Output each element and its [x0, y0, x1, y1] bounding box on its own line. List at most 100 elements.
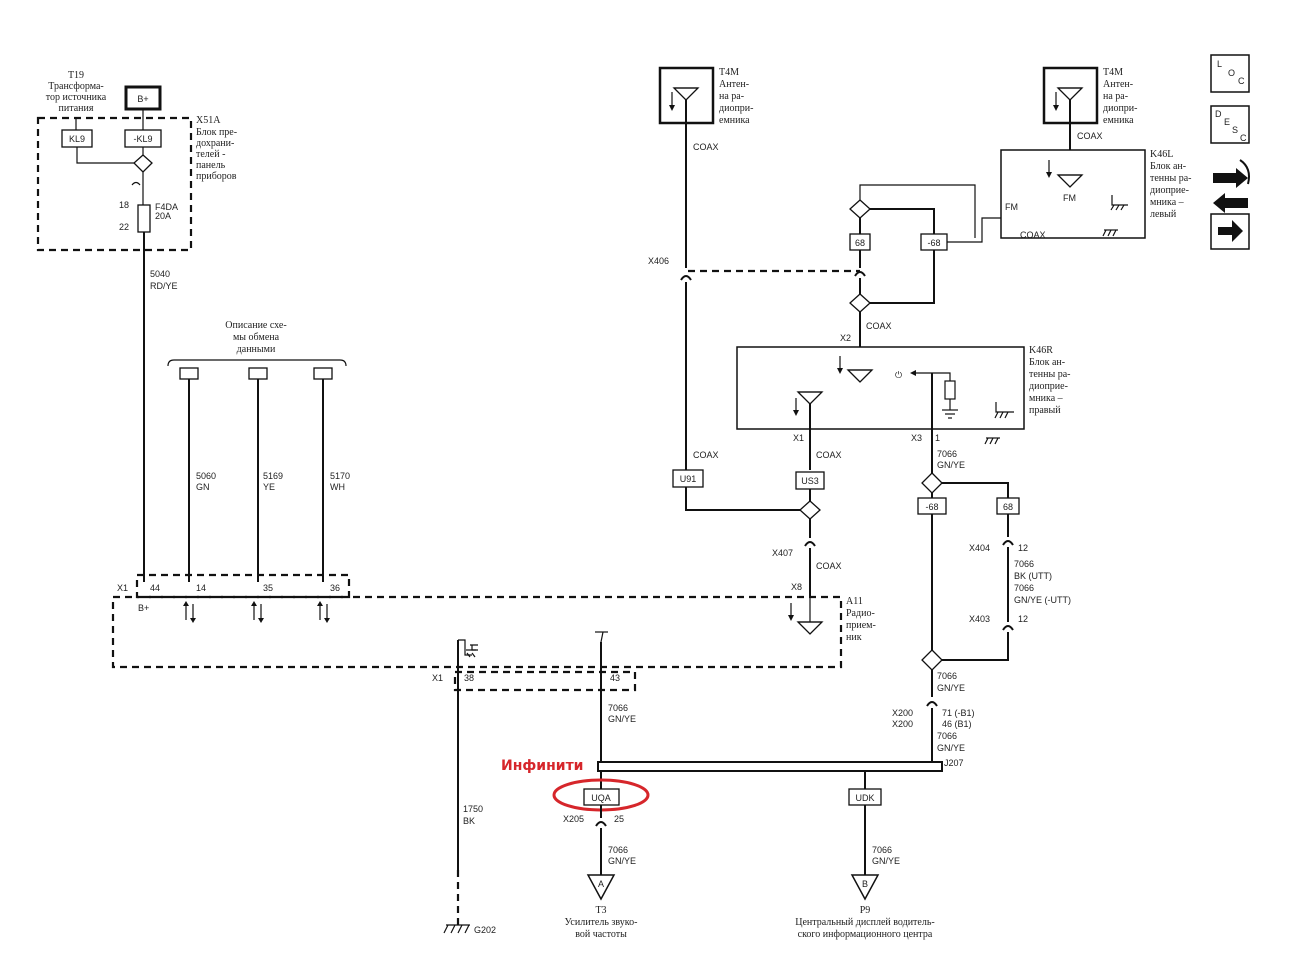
t4m-right-antenna: T4M Антен- на ра- диопри- емника COAX — [1042, 66, 1137, 175]
x51a-line: приборов — [196, 171, 237, 182]
t4m-right-line: Антен- — [1103, 79, 1133, 90]
p9-line: ского информационного центра — [798, 929, 933, 940]
a11-line: Радио- — [846, 608, 875, 619]
wire-7066-label: 7066 — [608, 845, 628, 855]
us3-path: US3 X407 COAX — [772, 471, 842, 597]
nkl9-label: -KL9 — [133, 134, 152, 144]
a11-x8-label: X8 — [791, 582, 802, 592]
option-68-label: 68 — [1003, 502, 1013, 512]
t4m-mid-line: Антен- — [719, 79, 749, 90]
k46l-code: K46L — [1150, 149, 1173, 160]
data-connector — [313, 367, 333, 380]
x51a-outline — [36, 116, 193, 252]
splice-diamond — [849, 293, 871, 313]
t4m-mid-line: емника — [719, 115, 750, 126]
a11-line: прием- — [846, 620, 876, 631]
wire-7066-label: 7066 — [608, 703, 628, 713]
t19-line: тор источника — [46, 92, 107, 103]
wire-bk-utt: BK (UTT) — [1014, 571, 1052, 581]
connector-x406-b — [854, 271, 866, 277]
ground-icon — [1110, 195, 1128, 211]
bidirectional-arrows-icon — [251, 601, 264, 623]
x2-label: X2 — [840, 333, 851, 343]
fuse-rating: 20A — [155, 211, 171, 221]
wire-7066-color: GN/YE — [872, 856, 900, 866]
x404-label: X404 — [969, 543, 990, 553]
udk-label: UDK — [855, 793, 874, 803]
a11-code: A11 — [846, 596, 863, 607]
data-exchange-block: Описание схе- мы обмена данными 5060 GN … — [167, 320, 350, 582]
option-68-label: 68 — [855, 238, 865, 248]
x51a-line: панель — [196, 160, 226, 171]
connector-x403 — [1002, 625, 1014, 631]
antenna-icon — [788, 597, 824, 635]
wire-7066-color: GN/YE — [937, 743, 965, 753]
wire-7066-label: 7066 — [937, 671, 957, 681]
t3-letter: A — [598, 879, 604, 889]
coax-label: COAX — [866, 321, 892, 331]
a11-x1-connector — [135, 573, 351, 599]
wire-1750-color: BK — [463, 816, 475, 826]
loc-letter: L — [1217, 59, 1222, 69]
coax-label: COAX — [816, 561, 842, 571]
k46l-line: диоприе- — [1150, 185, 1189, 196]
connector-swap-icon[interactable] — [1213, 159, 1250, 213]
x200-label: X200 — [892, 719, 913, 729]
t19-line: Трансформа- — [48, 81, 103, 92]
fuse-f4da — [137, 204, 151, 233]
pin-44: 44 — [150, 583, 160, 593]
t3-terminal-icon — [586, 874, 616, 901]
desc-button[interactable]: D E S C — [1210, 105, 1250, 144]
uqa-label: UQA — [591, 793, 611, 803]
u91-label: U91 — [680, 474, 697, 484]
k46r-antenna-module: X1 COAX ⏻ K46R Блок ан- тенны ра- диопри… — [736, 345, 1071, 473]
loc-letter: O — [1228, 68, 1235, 78]
k46l-line: тенны ра- — [1150, 173, 1192, 184]
a11-outline — [111, 595, 843, 669]
a11-bplus: B+ — [138, 603, 149, 613]
x1-bottom-connector — [453, 670, 637, 692]
k46l-antenna-module: FM FM K46L Блок ан- тенны ра- диоприе- м… — [936, 149, 1192, 243]
x406-label: X406 — [648, 256, 669, 266]
wire-7066-color: GN/YE — [608, 856, 636, 866]
k46r-box — [736, 346, 1025, 430]
t4m-mid-code: T4M — [719, 67, 739, 78]
splice-diamond — [133, 154, 153, 173]
connector-x407 — [804, 541, 816, 547]
p9-letter: B — [862, 879, 868, 889]
ground-icon — [984, 437, 1000, 445]
ground-icon — [1102, 229, 1118, 237]
coax-label: COAX — [693, 142, 719, 152]
a11-radio: X1 44 14 35 36 B+ A11 Радио- прием- ник … — [111, 573, 876, 669]
wire-7066-label: 7066 — [1014, 559, 1034, 569]
option-switch-upper: 68 -68 COAX X2 — [840, 184, 976, 366]
next-arrow-button[interactable] — [1210, 213, 1250, 250]
p9-line: Центральный дисплей водитель- — [795, 917, 935, 928]
j207-bus — [597, 761, 943, 772]
k46r-x3-label: X3 — [911, 433, 922, 443]
pin-25: 25 — [614, 814, 624, 824]
us3-label: US3 — [801, 476, 819, 486]
x1-bottom-label: X1 — [432, 673, 443, 683]
wire-5040-color: RD/YE — [150, 281, 178, 291]
x200-label: X200 — [892, 708, 913, 718]
option-neg68-label: -68 — [925, 502, 938, 512]
pin-71-label: 71 (-B1) — [942, 708, 975, 718]
wire-7066-label: 7066 — [937, 731, 957, 741]
p9-code: P9 — [860, 905, 871, 916]
wire-7066-label: 7066 — [937, 449, 957, 459]
k46r-line: тенны ра- — [1029, 369, 1071, 380]
loc-button[interactable]: L O C — [1210, 54, 1250, 93]
t4m-mid-antenna: T4M Антен- на ра- диопри- емника COAX X4… — [648, 66, 860, 511]
splice-diamond — [921, 649, 943, 671]
t3-line: Усилитель звуко- — [565, 917, 638, 928]
option-switch-lower: -68 68 X404 12 7066 BK (UTT) 7066 GN/YE … — [892, 472, 1071, 762]
k46l-fm-left: FM — [1005, 202, 1018, 212]
resistor — [944, 380, 956, 400]
splice-diamond — [849, 199, 871, 219]
connector-x406 — [680, 275, 692, 281]
pin-18: 18 — [119, 200, 129, 210]
data-desc-line: мы обмена — [233, 332, 280, 343]
data-connector — [248, 367, 268, 380]
